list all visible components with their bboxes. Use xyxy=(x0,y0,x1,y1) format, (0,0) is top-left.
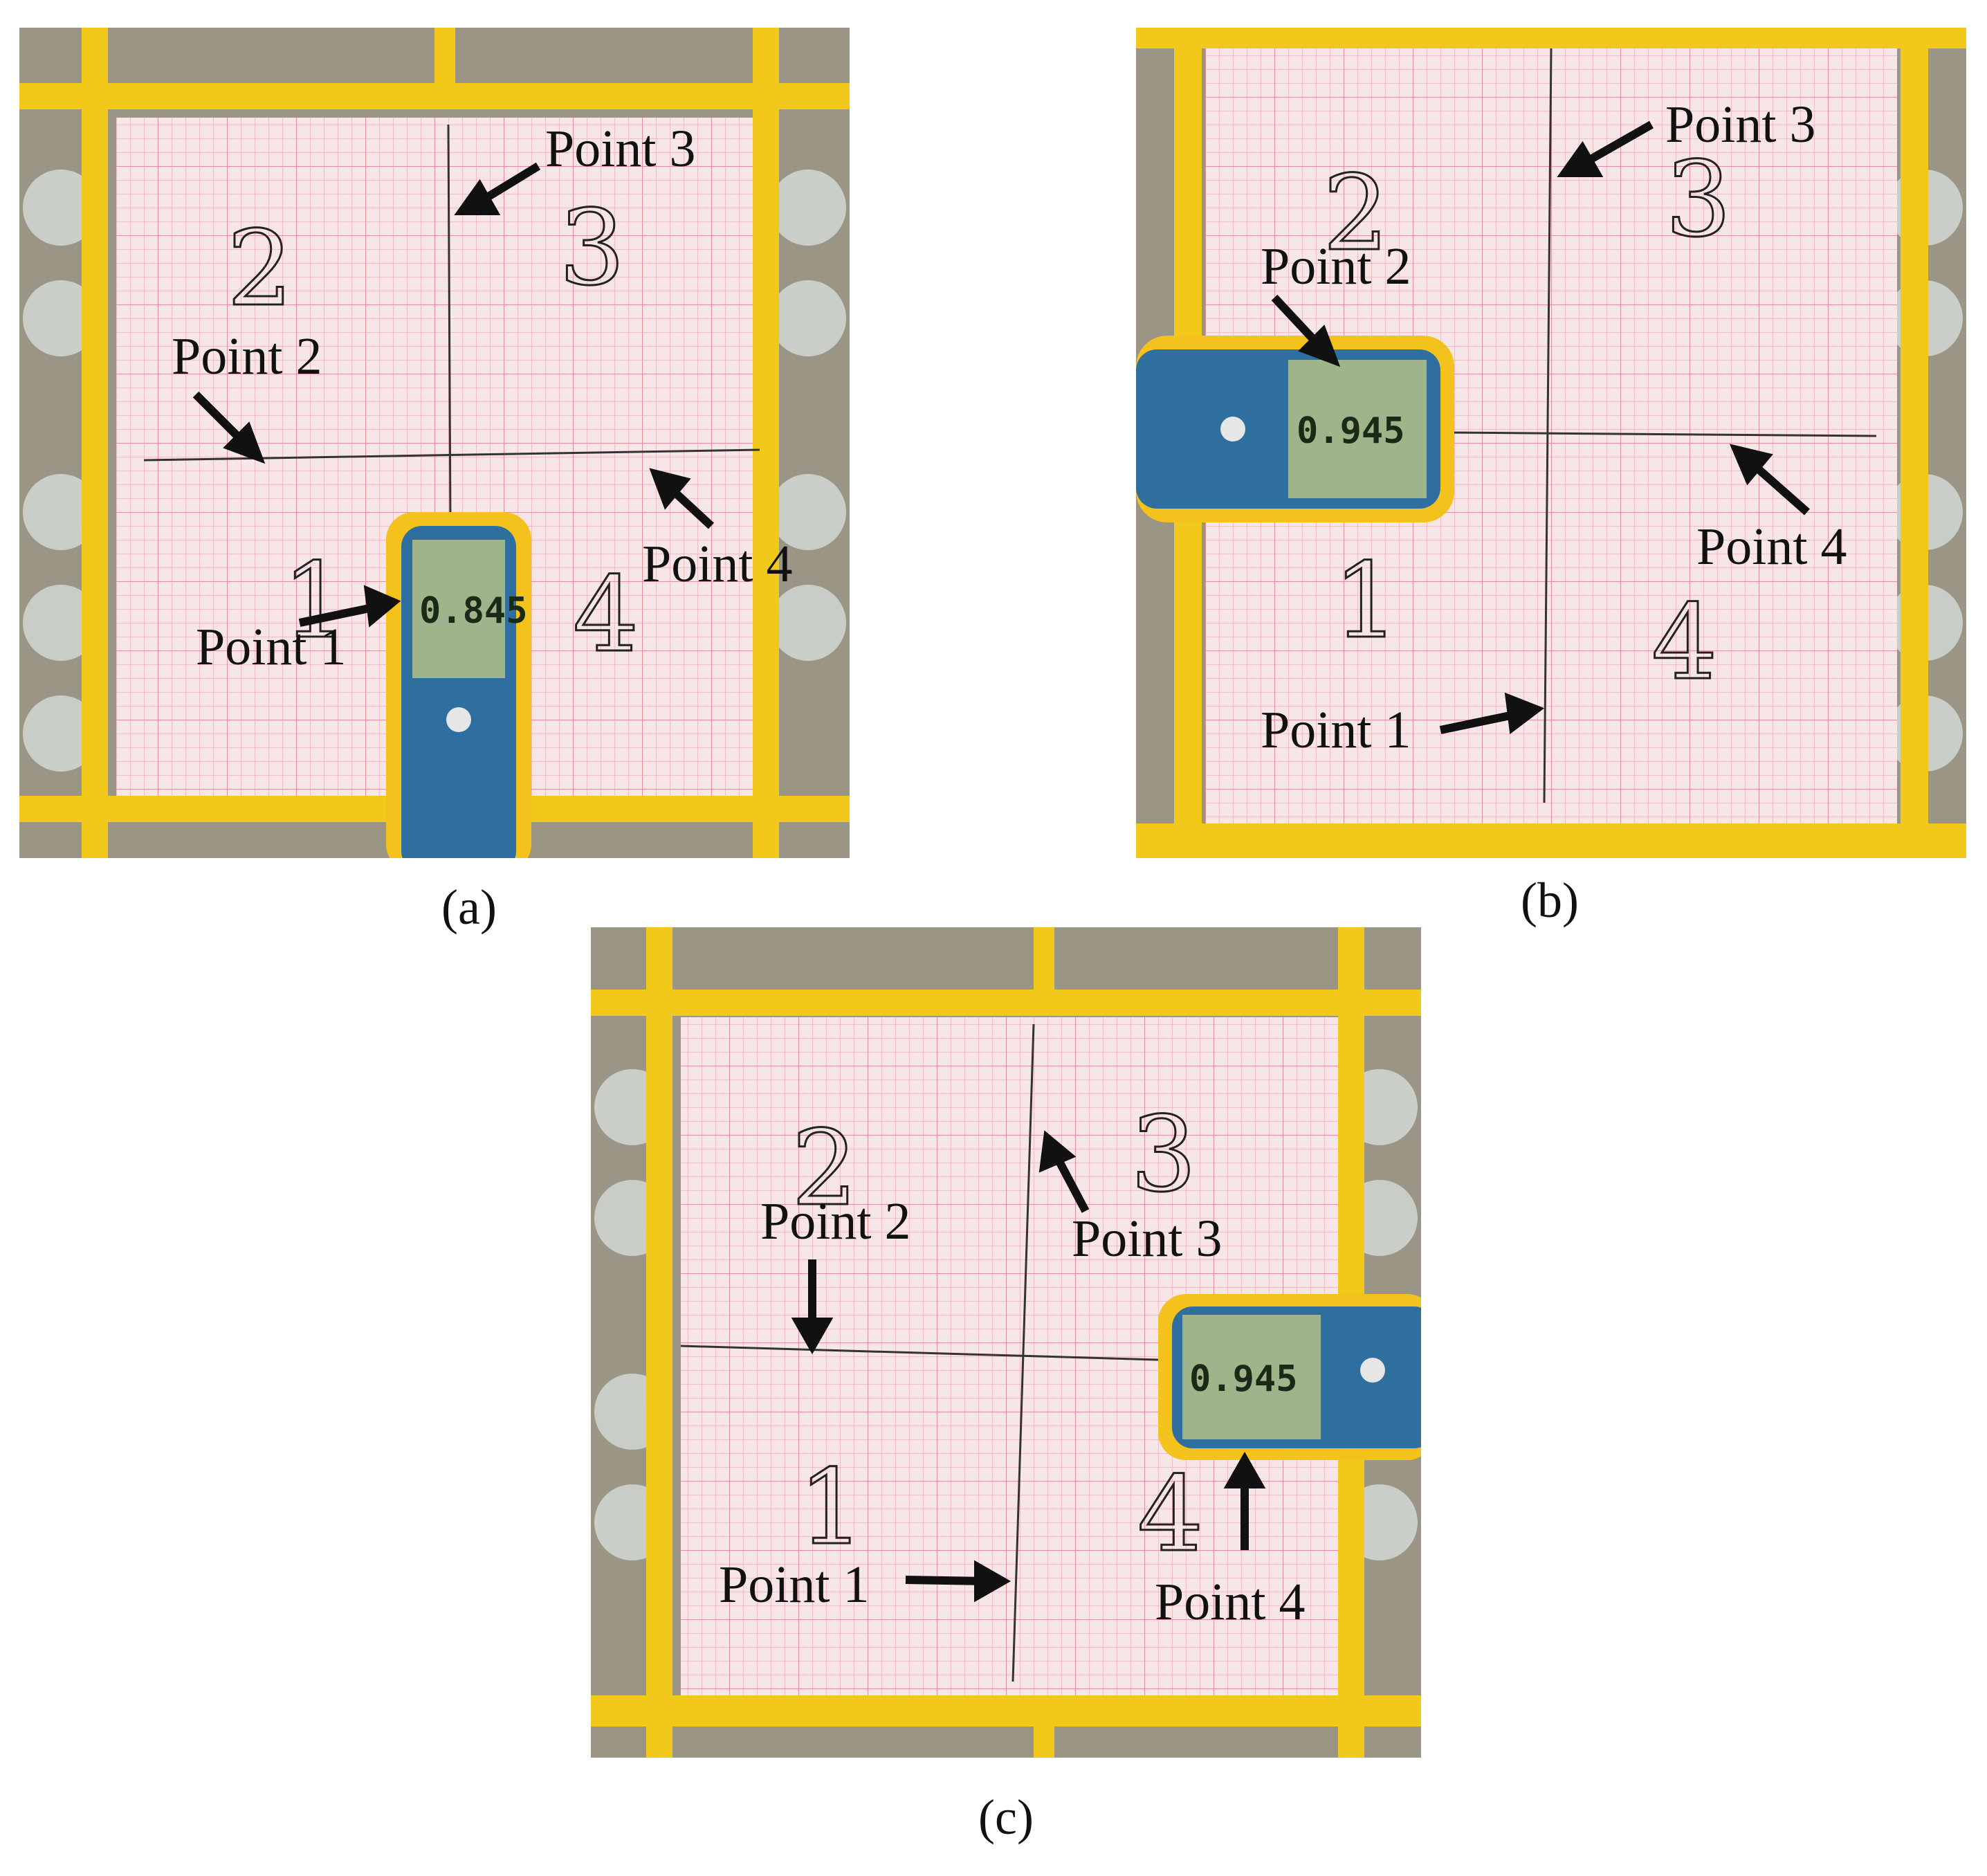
caption-c: (c) xyxy=(978,1790,1034,1845)
meter-reading: 0.945 xyxy=(1189,1358,1298,1400)
svg-text:4: 4 xyxy=(573,555,639,675)
photo-panel-b: 1 2 3 4 0.945 Point 1 Point 2 Point 3 Po… xyxy=(1136,28,1966,858)
svg-text:2: 2 xyxy=(791,1109,857,1229)
quadrant-numbers: 1 2 3 4 xyxy=(226,188,640,677)
svg-text:1: 1 xyxy=(1333,541,1399,662)
meter-reading: 0.845 xyxy=(419,590,528,632)
point-4-label: Point 4 xyxy=(1155,1573,1306,1631)
field-meter: 0.845 xyxy=(386,512,531,858)
caption-a: (a) xyxy=(441,880,497,935)
support-discs xyxy=(23,170,846,772)
point-1-label: Point 1 xyxy=(196,618,347,676)
pointer-arrows xyxy=(1271,120,1810,735)
meter-lcd xyxy=(412,540,505,678)
photo-panel-a: 1 2 3 4 0.845 Point 1 Point 2 Point 3 Po… xyxy=(19,28,850,858)
point-4-label: Point 4 xyxy=(642,535,793,593)
axes xyxy=(680,1023,1159,1682)
meter-lcd xyxy=(1288,360,1427,498)
photo-panel-c: 1 2 3 4 0.945 Point 1 Point 2 Point 3 Po… xyxy=(591,927,1421,1758)
svg-text:3: 3 xyxy=(559,188,625,309)
point-2-label: Point 2 xyxy=(1261,237,1411,295)
point-4-label: Point 4 xyxy=(1696,518,1847,576)
svg-text:4: 4 xyxy=(1651,583,1717,703)
svg-text:3: 3 xyxy=(1130,1095,1196,1215)
point-2-label: Point 2 xyxy=(760,1192,911,1250)
svg-text:1: 1 xyxy=(282,541,348,662)
yellow-tape xyxy=(1136,28,1966,858)
meter-reading: 0.945 xyxy=(1297,410,1405,452)
field-meter: 0.945 xyxy=(1158,1294,1421,1460)
point-3-label: Point 3 xyxy=(1665,95,1816,154)
svg-text:2: 2 xyxy=(227,209,293,329)
pointer-arrows xyxy=(791,1130,1266,1603)
svg-text:2: 2 xyxy=(1323,154,1389,274)
axes xyxy=(1447,48,1877,803)
meter-lcd xyxy=(1182,1315,1321,1439)
yellow-tape xyxy=(19,28,850,858)
quadrant-numbers: 1 2 3 4 xyxy=(1322,139,1732,704)
caption-b: (b) xyxy=(1521,873,1579,928)
pointer-arrows xyxy=(192,162,715,628)
point-3-label: Point 3 xyxy=(545,120,696,178)
svg-text:3: 3 xyxy=(1665,140,1731,260)
svg-text:4: 4 xyxy=(1137,1455,1203,1575)
point-1-label: Point 1 xyxy=(1261,701,1411,759)
point-3-label: Point 3 xyxy=(1072,1210,1223,1268)
point-1-label: Point 1 xyxy=(719,1556,870,1614)
point-2-label: Point 2 xyxy=(172,327,322,385)
field-meter: 0.945 xyxy=(1136,336,1454,522)
svg-text:1: 1 xyxy=(798,1448,864,1568)
quadrant-numbers: 1 2 3 4 xyxy=(791,1094,1205,1576)
